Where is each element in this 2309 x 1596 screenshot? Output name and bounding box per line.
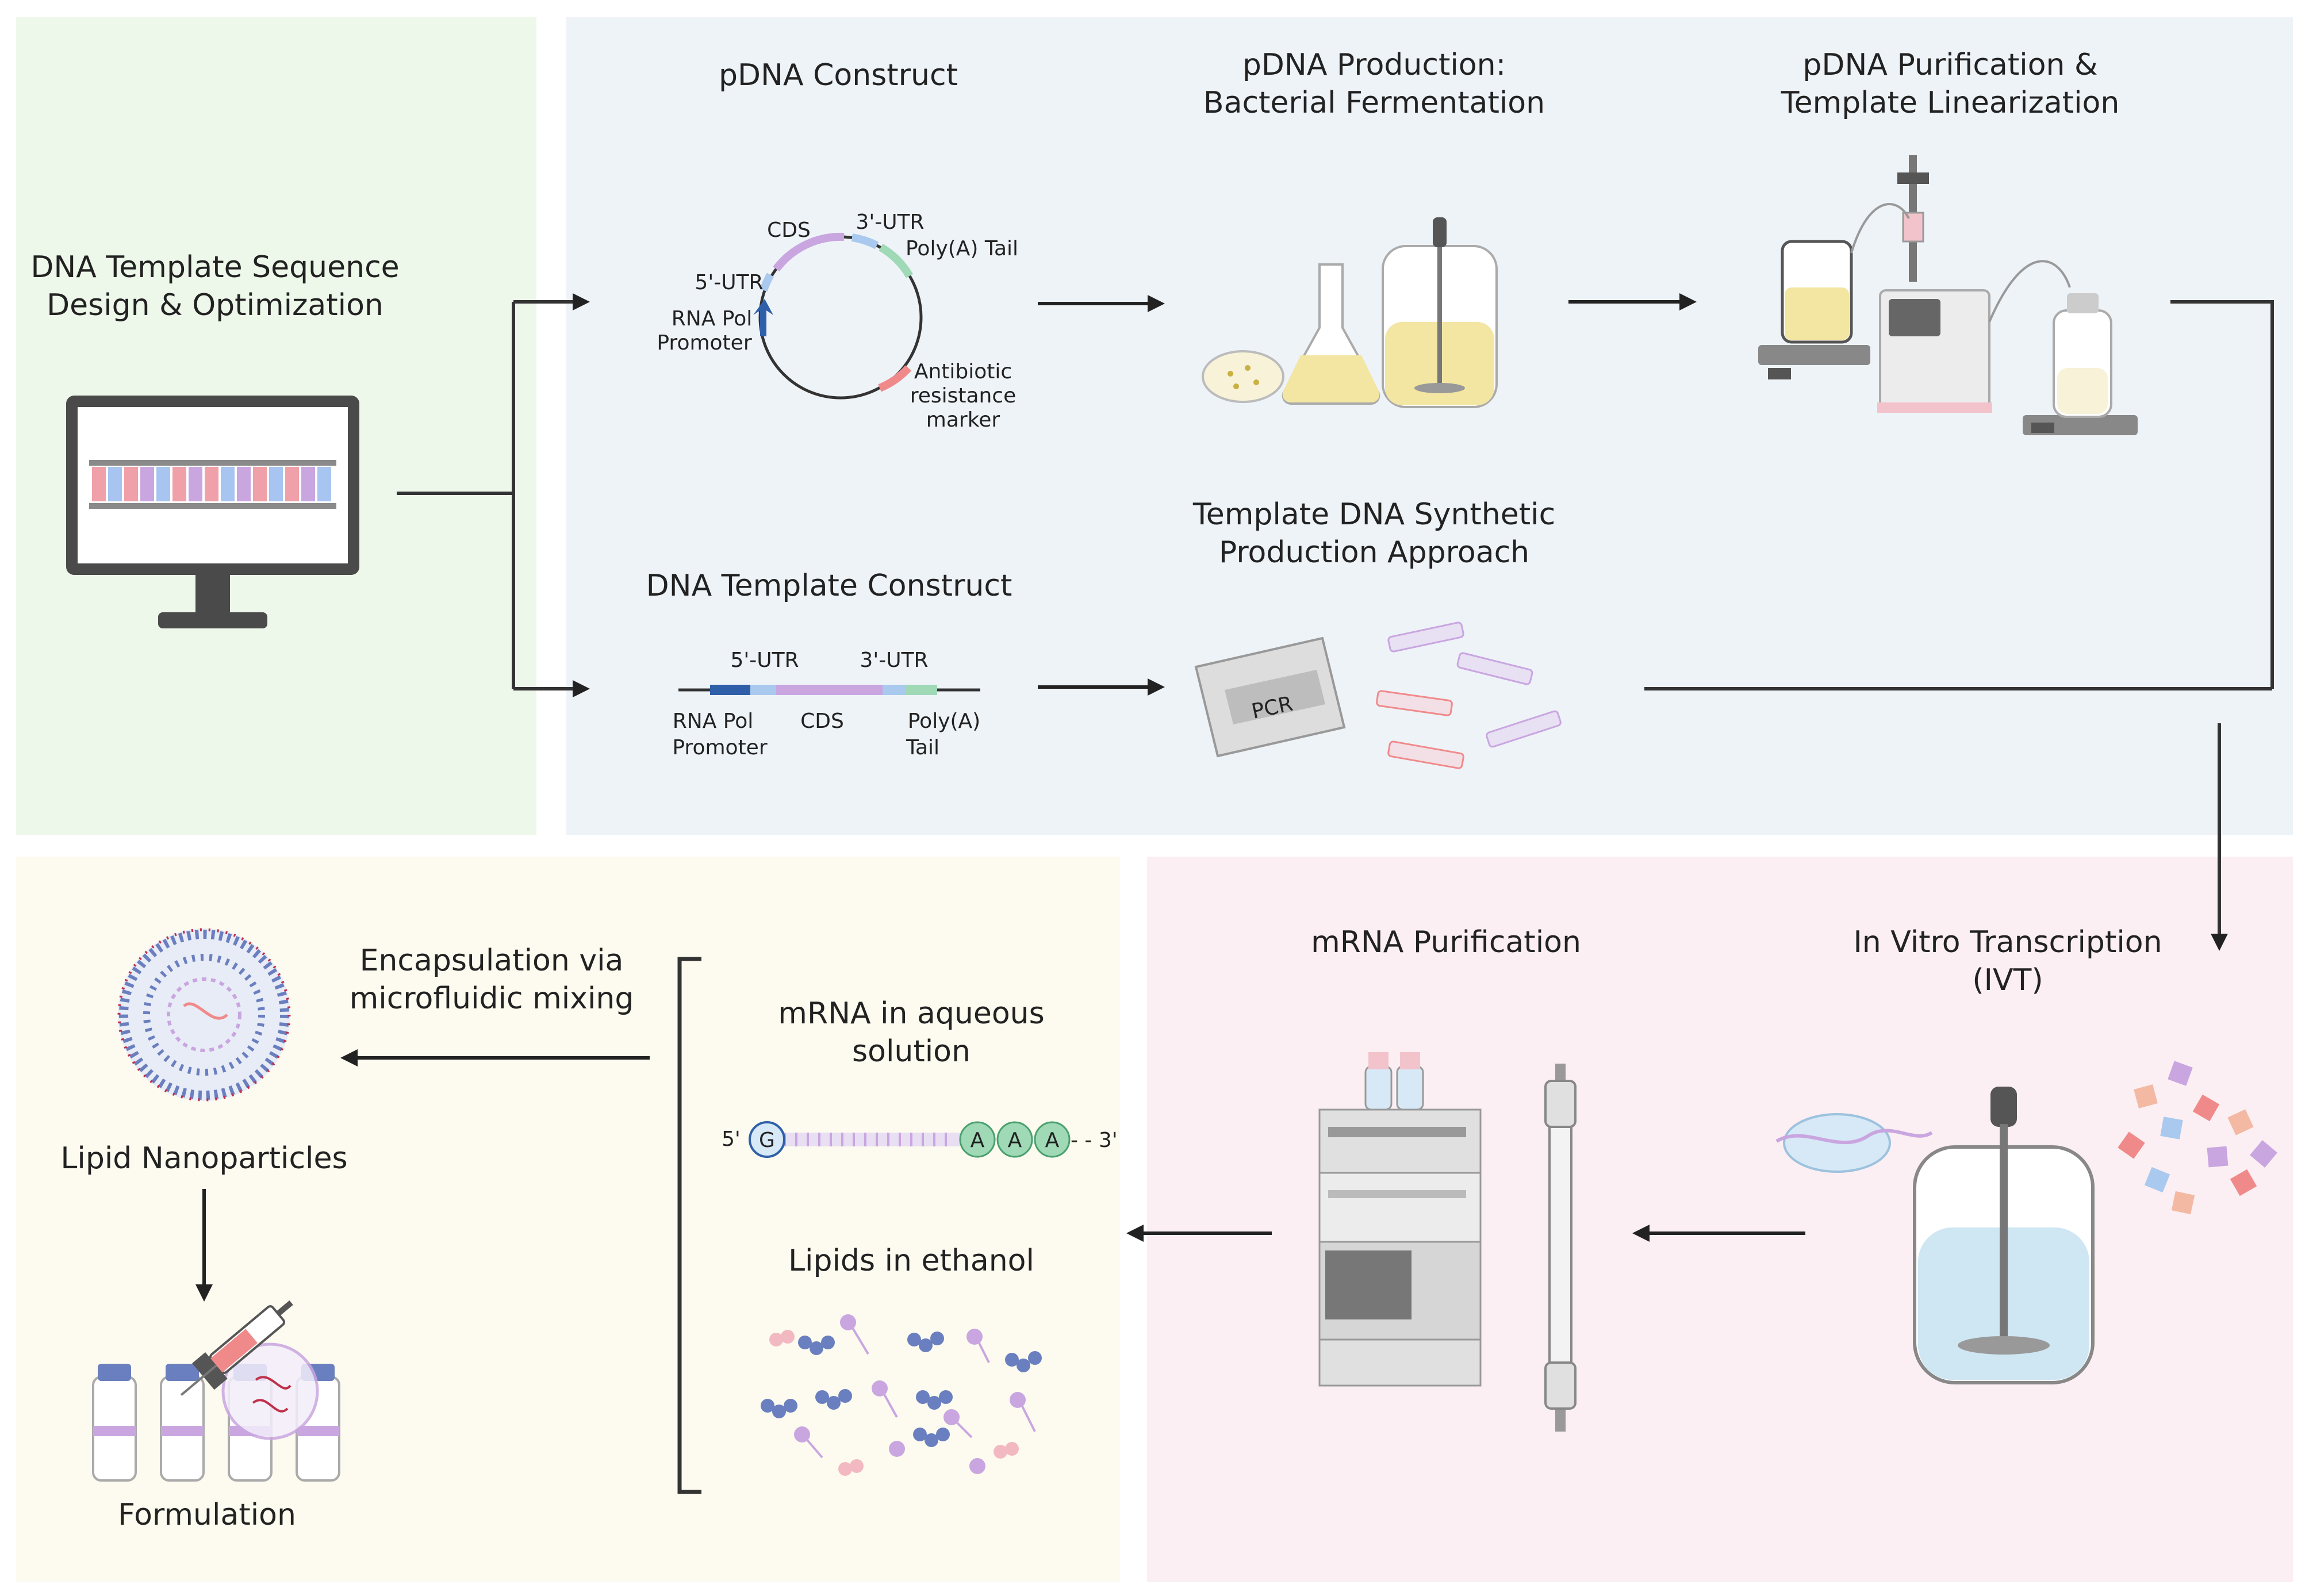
plasmid-diagram xyxy=(753,232,923,400)
lipids-title: Lipids in ethanol xyxy=(788,1244,1034,1278)
mrna-strand-diagram: 5' G A A A - - 3' xyxy=(722,1121,1118,1158)
plasmid-utr5-label: 5'-UTR xyxy=(695,271,763,294)
chromatography-column-icon xyxy=(1544,1064,1577,1432)
mrna-aqueous-title-line1: mRNA in aqueous xyxy=(778,996,1044,1031)
rna-polymerase-icon xyxy=(1775,1113,1933,1173)
plasmid-antibiotic-label-line1: Antibiotic xyxy=(914,360,1012,383)
mrna-purification-title: mRNA Purification xyxy=(1311,925,1581,960)
syringe-icon xyxy=(180,1300,293,1396)
design-branch-connector xyxy=(397,293,590,697)
purification-equipment-icon xyxy=(1758,155,2138,435)
template-utr5-label: 5'-UTR xyxy=(730,649,799,672)
ivt-title-line1: In Vitro Transcription xyxy=(1853,925,2162,960)
nucleotides-icon xyxy=(2118,1061,2277,1215)
pdna-production-title-line1: pDNA Production: xyxy=(1242,48,1506,82)
mrna-five-prime-label: 5' xyxy=(722,1127,741,1151)
mrna-tail-end-label: - - 3' xyxy=(1071,1129,1118,1152)
pdna-purification-title-line1: pDNA Purification & xyxy=(1802,48,2097,82)
mrna-a3-label: A xyxy=(1045,1129,1060,1152)
sequence-bars-icon xyxy=(92,467,331,501)
computer-monitor-icon xyxy=(66,396,359,628)
plasmid-promoter-label-line1: RNA Pol xyxy=(672,307,752,331)
mrna-a1-label: A xyxy=(971,1129,985,1152)
template-promoter-label-line2: Promoter xyxy=(672,736,767,759)
petri-dish-icon xyxy=(1202,350,1284,403)
erlenmeyer-flask-icon xyxy=(1282,263,1380,405)
vial-1 xyxy=(92,1364,137,1482)
template-cds-label: CDS xyxy=(800,709,844,733)
plasmid-cds-label: CDS xyxy=(767,218,811,242)
lnp-title: Lipid Nanoparticles xyxy=(60,1141,347,1176)
hplc-system-icon xyxy=(1318,1052,1482,1387)
mrna-a2-label: A xyxy=(1008,1129,1022,1152)
plasmid-promoter-label-line2: Promoter xyxy=(657,331,751,355)
mrna-cap-label: G xyxy=(759,1129,775,1152)
design-title-line1: DNA Template Sequence xyxy=(30,250,399,285)
synthetic-title-line2: Production Approach xyxy=(1219,535,1529,570)
dna-template-construct-title: DNA Template Construct xyxy=(646,569,1012,603)
linear-template-diagram xyxy=(678,685,980,695)
template-promoter-label-line1: RNA Pol xyxy=(673,709,753,733)
dna-fragments-icon xyxy=(1376,621,1562,769)
plasmid-utr3-label: 3'-UTR xyxy=(856,210,924,234)
purification-to-ivt-connector xyxy=(1644,300,2274,951)
ivt-title-line2: (IVT) xyxy=(1972,963,2043,998)
encapsulation-title-line1: Encapsulation via xyxy=(360,943,624,978)
pdna-production-title-line2: Bacterial Fermentation xyxy=(1203,86,1545,120)
pdna-construct-title: pDNA Construct xyxy=(719,58,958,93)
pcr-machine-icon: PCR xyxy=(1194,636,1346,758)
ivt-reactor-icon xyxy=(1913,1087,2095,1384)
template-utr3-label: 3'-UTR xyxy=(860,649,928,672)
bioreactor-icon xyxy=(1382,217,1498,408)
bracket xyxy=(677,957,701,1494)
plasmid-polya-label: Poly(A) Tail xyxy=(906,237,1018,260)
synthetic-title-line1: Template DNA Synthetic xyxy=(1192,497,1555,532)
lipid-molecules-icon xyxy=(761,1314,1042,1476)
design-title-line2: Design & Optimization xyxy=(47,288,383,323)
formulation-title: Formulation xyxy=(118,1498,296,1532)
plasmid-antibiotic-label-line2: resistance xyxy=(910,384,1017,408)
lipid-nanoparticle-icon xyxy=(117,928,291,1102)
promoter-arrow-icon xyxy=(753,299,773,336)
vial-2 xyxy=(160,1364,205,1482)
vials-and-syringe-icon xyxy=(92,1300,340,1482)
pdna-purification-title-line2: Template Linearization xyxy=(1781,86,2120,120)
template-polya-label-line2: Tail xyxy=(906,736,939,759)
plasmid-antibiotic-label-line3: marker xyxy=(926,408,1000,432)
mrna-aqueous-title-line2: solution xyxy=(852,1034,971,1069)
template-polya-label-line1: Poly(A) xyxy=(908,709,980,733)
encapsulation-title-line2: microfluidic mixing xyxy=(350,981,634,1016)
